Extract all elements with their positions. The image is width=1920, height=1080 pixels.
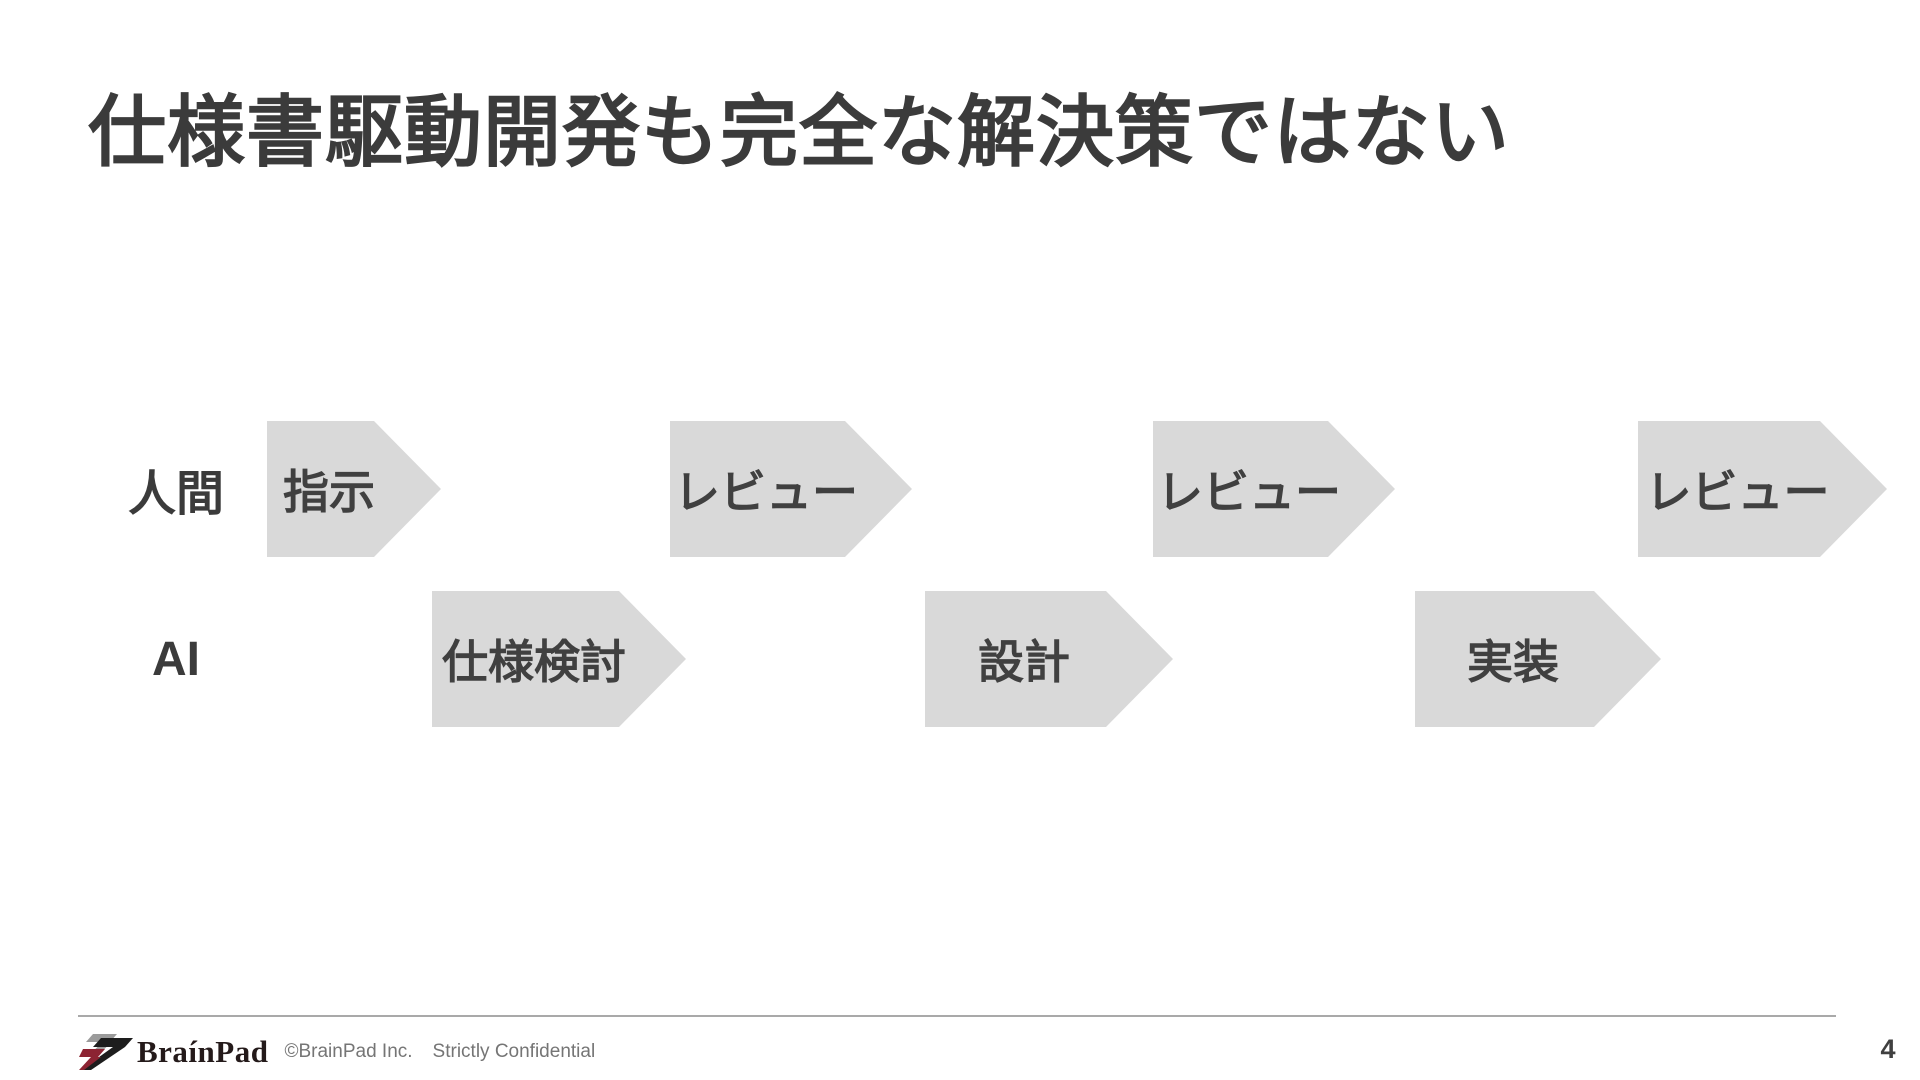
slide-title: 仕様書駆動開発も完全な解決策ではない	[88, 88, 1511, 176]
process-step-arrow-human: レビュー	[670, 421, 912, 557]
process-step-label: 設計	[978, 636, 1070, 688]
process-step-label: 指示	[283, 466, 375, 518]
page-number: 4	[1880, 1034, 1896, 1064]
process-step-arrow-human: レビュー	[1638, 421, 1887, 557]
process-step-arrow-ai: 実装	[1415, 591, 1661, 727]
process-step-arrow-human: 指示	[267, 421, 441, 557]
process-step-label: レビュー	[674, 466, 858, 518]
process-step-arrow-ai: 仕様検討	[432, 591, 686, 727]
process-step-arrow-human: レビュー	[1153, 421, 1395, 557]
footer-copyright: ©BrainPad Inc.	[284, 1041, 413, 1062]
process-step-label: 仕様検討	[442, 636, 626, 688]
process-step-label: レビュー	[1157, 466, 1341, 518]
row-label-ai: AI	[152, 632, 200, 686]
row-label-human: 人間	[127, 468, 224, 521]
process-step-label: レビュー	[1645, 466, 1830, 518]
process-step-arrow-ai: 設計	[925, 591, 1173, 727]
footer-confidential: Strictly Confidential	[432, 1041, 596, 1062]
footer: BraínPad ©BrainPad Inc. Strictly Confide…	[79, 1030, 595, 1074]
brainpad-logo-icon	[79, 1034, 133, 1070]
brainpad-logo-text: BraínPad	[137, 1034, 269, 1069]
footer-divider	[78, 1015, 1836, 1017]
process-step-label: 実装	[1467, 636, 1559, 688]
